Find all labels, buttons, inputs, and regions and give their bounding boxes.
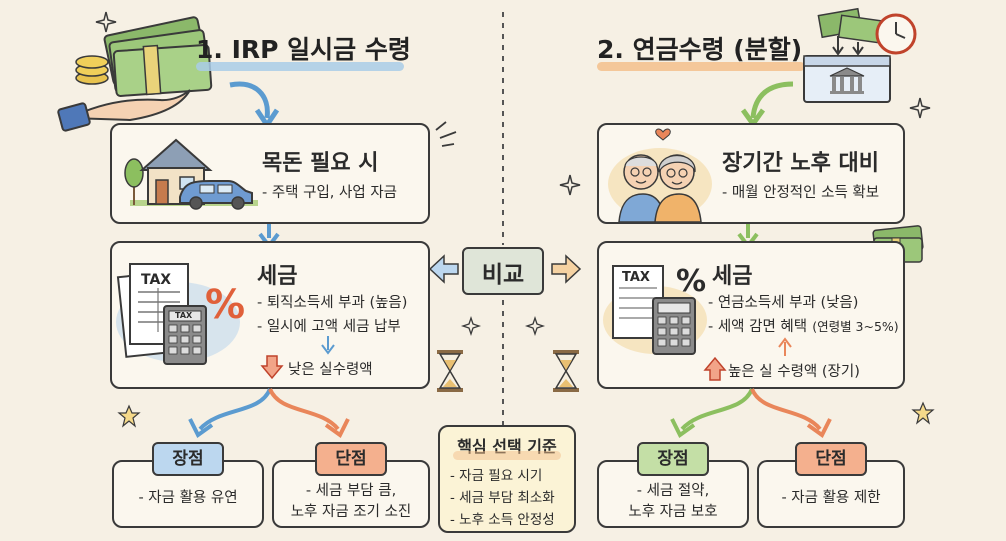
tax-document-calculator-icon [603,265,707,355]
left-cons-line1: - 세금 부담 큼, [305,483,397,499]
criteria-title-highlight [453,451,561,460]
right-box2-line2: - 세액 감면 혜택 (연령별 3~5%) [708,315,899,336]
star-icon [911,401,935,425]
left-box1-heading: 목돈 필요 시 [262,151,379,176]
right-tax-doc-label: TAX [622,270,650,285]
right-pros-line1: - 세금 절약, [636,483,710,499]
left-box1-line: - 주택 구입, 사업 자금 [262,185,397,201]
sparkle-icon [909,97,931,119]
left-title-highlight [196,62,404,71]
left-tax-doc-label: TAX [141,272,172,288]
criteria-box [438,425,576,533]
sparkle-icon [95,11,117,33]
money-hand-icon [57,16,213,132]
hourglass-icon [437,350,463,392]
arrow-right-icon [551,254,582,284]
right-box2-line1: - 연금소득세 부과 (낮음) [708,295,859,311]
red-arrow-down-icon [260,355,284,380]
right-cons-text: - 자금 활용 제한 [781,490,881,506]
star-icon [524,315,546,337]
house-car-icon [124,138,258,210]
right-box2-heading: 세금 [712,264,753,289]
tax-document-calculator-icon [116,263,240,365]
hourglass-icon [553,350,579,392]
left-box2-line2: - 일시에 고액 세금 납부 [257,319,401,335]
right-box2-line2-small: (연령별 3~5%) [812,319,899,334]
right-title: 2. 연금수령 (분할) [597,35,803,64]
left-percent-icon: % [205,282,246,328]
small-arrow-down-icon [321,336,335,355]
arrow-left-icon [428,254,459,284]
elderly-couple-icon [608,128,712,223]
split-arrows-icon [188,388,350,438]
right-cons-tag: 단점 [795,442,867,476]
spark-lines-icon [435,121,457,147]
right-box1-line: - 매월 안정적인 소득 확보 [722,185,880,201]
left-pros-text: - 자금 활용 유연 [138,490,238,506]
right-percent-icon: % [676,264,707,299]
small-arrow-up-icon [778,337,792,356]
compare-label: 비교 [481,262,525,288]
arrow-down-icon [740,81,794,127]
star-icon [117,404,141,428]
sparkle-icon [559,174,581,196]
left-box2-result: 낮은 실수령액 [288,362,373,378]
orange-arrow-up-icon [703,356,727,381]
left-cons-tag: 단점 [315,442,387,476]
left-box2-heading: 세금 [257,264,298,289]
right-pros-tag: 장점 [637,442,709,476]
right-title-highlight [597,62,805,71]
left-cons-line2: 노후 자금 조기 소진 [290,504,412,520]
right-box2-result: 높은 실 수령액 (장기) [728,364,860,380]
bank-deposit-icon [803,7,891,103]
left-box2-line1: - 퇴직소득세 부과 (높음) [257,295,408,311]
criteria-item-2: - 세금 부담 최소화 [450,490,555,506]
left-pros-tag: 장점 [152,442,224,476]
criteria-item-1: - 자금 필요 시기 [450,468,543,484]
criteria-item-3: - 노후 소득 안정성 [450,512,555,528]
clock-icon [875,13,917,55]
right-box2-line2-main: - 세액 감면 혜택 [708,319,808,335]
left-calc-label: TAX [175,311,193,320]
compare-box [462,247,544,295]
split-arrows-icon [670,388,832,438]
right-box1-heading: 장기간 노후 대비 [722,151,879,176]
right-pros-line2: 노후 자금 보호 [628,504,718,520]
star-icon [460,315,482,337]
left-title: 1. IRP 일시금 수령 [196,35,411,64]
